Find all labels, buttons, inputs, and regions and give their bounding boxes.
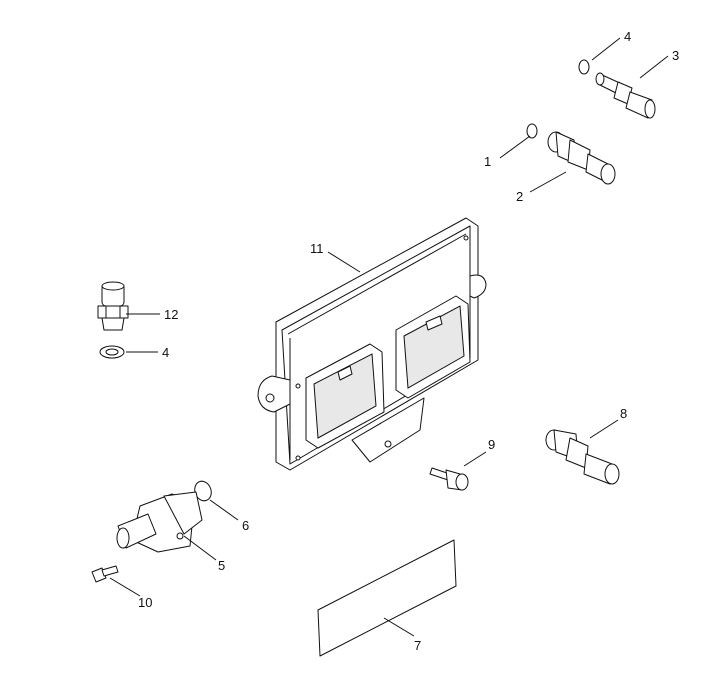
leader-7: [383, 617, 415, 637]
callout-1: 1: [484, 154, 491, 169]
leader-8: [589, 419, 619, 439]
callout-3: 3: [672, 48, 679, 63]
control-module-part: [258, 218, 486, 470]
callout-4-top: 4: [624, 29, 631, 44]
leader-2: [529, 171, 567, 193]
leader-10: [109, 577, 141, 597]
leader-4a: [591, 37, 621, 61]
sensor-8-part: [546, 430, 619, 484]
callout-8: 8: [620, 406, 627, 421]
label-plate-part: [318, 540, 456, 656]
leader-lines: [109, 37, 669, 637]
callout-5: 5: [218, 558, 225, 573]
leader-3: [639, 55, 669, 79]
callout-6: 6: [242, 518, 249, 533]
leader-11: [327, 251, 361, 273]
callout-7: 7: [414, 638, 421, 653]
callout-11: 11: [310, 241, 324, 256]
o-ring-top-part: [579, 60, 589, 74]
sensor-12-part: [98, 282, 128, 330]
leader-9: [463, 451, 487, 467]
temperature-sensor-part: [596, 73, 655, 118]
callout-9: 9: [488, 437, 495, 452]
screw-part: [92, 566, 118, 582]
callout-4-left: 4: [162, 345, 169, 360]
callout-10: 10: [138, 595, 152, 610]
speed-sensor-part: [117, 492, 202, 552]
callout-labels: 1 2 3 4 4 5 6 7 8 9 10 11 12: [138, 29, 679, 653]
callout-12: 12: [164, 307, 178, 322]
pressure-sensor-part: [548, 132, 615, 184]
callout-2: 2: [516, 189, 523, 204]
leader-5: [183, 535, 217, 561]
leader-6: [209, 499, 239, 521]
bolt-part: [430, 468, 468, 490]
leader-1: [499, 135, 531, 159]
washer-part: [100, 346, 124, 358]
o-ring-part: [527, 124, 537, 138]
